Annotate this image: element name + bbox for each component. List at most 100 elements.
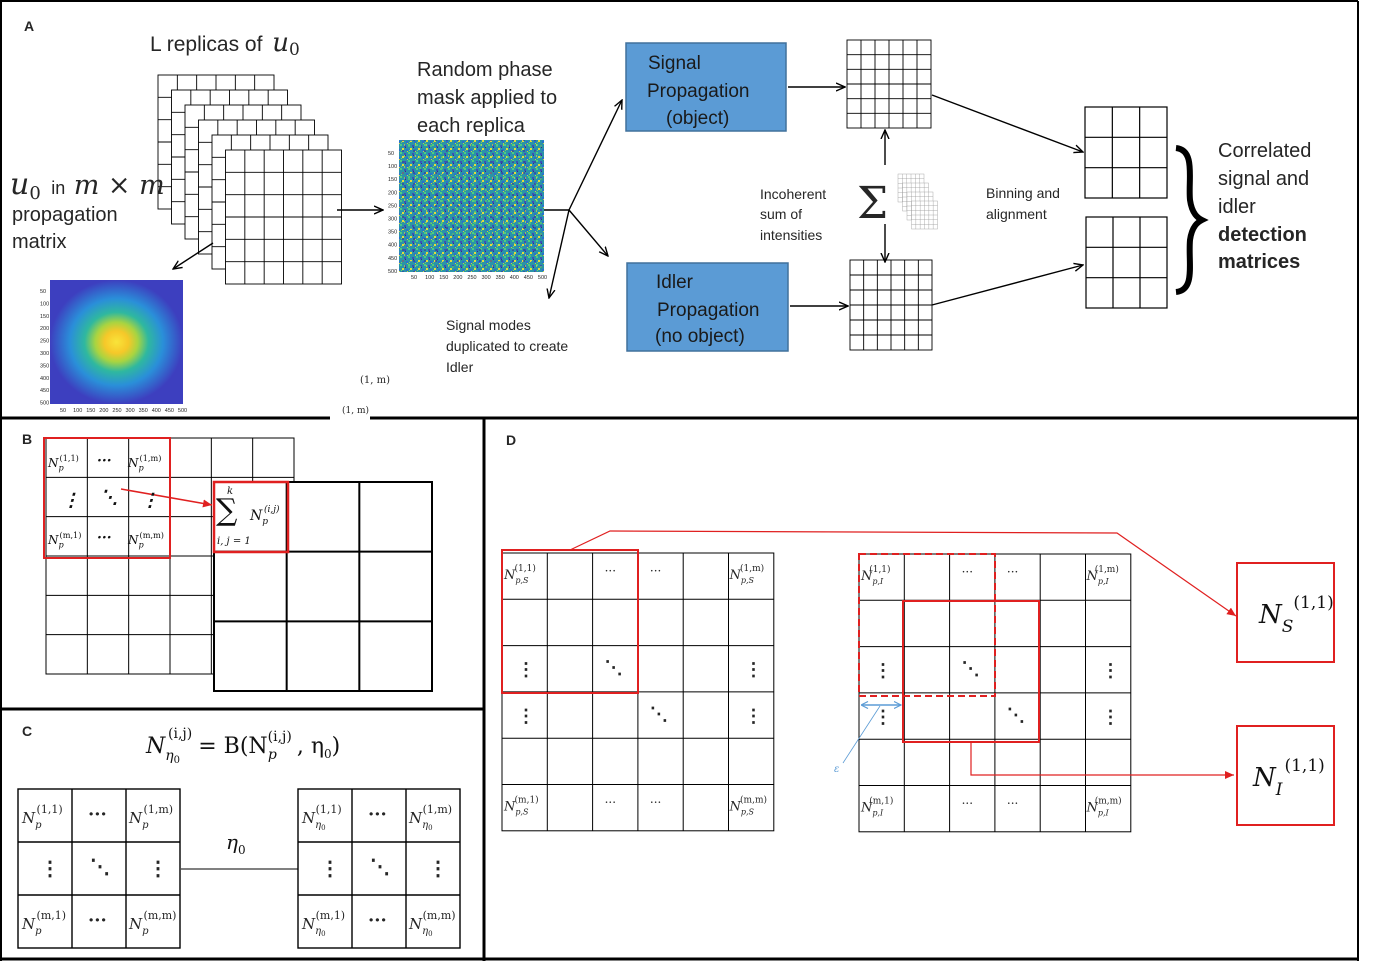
detection-label-2: matrices xyxy=(1218,251,1300,273)
incoherent-label-3: intensities xyxy=(760,227,822,243)
mask-xtick: 100 xyxy=(425,275,434,281)
arrow-to-gaussian xyxy=(173,242,214,269)
branch-arrows xyxy=(544,100,622,298)
ni-result-box xyxy=(1236,725,1335,826)
cell-vdots: ⋮ xyxy=(745,660,763,681)
idler-intensity-grid xyxy=(849,259,933,351)
cell-ddots: ⋱ xyxy=(650,704,668,725)
entry-dots-h: ··· xyxy=(88,804,107,825)
cell-ddots: ⋱ xyxy=(1007,705,1025,726)
phase-mask-label-2: mask applied to xyxy=(417,87,557,109)
sum-lower-limit: i, j = 1 xyxy=(217,536,251,547)
heatmap-xtick: 250 xyxy=(112,408,121,414)
heatmap-ytick: 50 xyxy=(40,289,46,295)
cell-ddots: ⋱ xyxy=(605,658,623,679)
panel-b: Np(1,1)···Np(1,m)⋮⋱⋮Np(m,1)···Np(m,m) ∑ … xyxy=(43,437,433,692)
u0-matrix-label: u0 in m × m xyxy=(10,167,165,204)
heatmap-ytick: 450 xyxy=(40,388,49,394)
mask-xtick: 350 xyxy=(496,275,505,281)
panel-label-d: D xyxy=(506,432,516,448)
entry-11: Nη0(1,1) xyxy=(301,803,342,832)
entry-dots-d: ⋱ xyxy=(370,854,390,878)
replica-stack xyxy=(157,74,342,285)
binning-label-2: alignment xyxy=(986,206,1047,222)
heatmap-xtick: 100 xyxy=(73,408,82,414)
signal-box-line-3: (object) xyxy=(666,108,729,129)
cell-vdots: ⋮ xyxy=(745,706,763,727)
sum-symbol: Σ xyxy=(857,178,888,229)
binned-grid xyxy=(213,481,433,692)
epsilon-label: ε xyxy=(834,764,839,775)
entry-m1: Np(m,1) xyxy=(21,909,66,937)
cell-vdots: ⋮ xyxy=(517,660,535,681)
signal-box-line-1: Signal xyxy=(648,53,701,74)
correlated-label-2: signal and xyxy=(1218,168,1309,190)
mask-xtick: 500 xyxy=(538,275,547,281)
binomial-formula: Nη0(i,j)= B(N(i,j)p, η0) xyxy=(145,726,340,766)
curly-brace xyxy=(1175,145,1209,295)
detection-label-1: detection xyxy=(1218,224,1307,246)
cell-vdots: ⋮ xyxy=(1102,707,1120,728)
grid-frame xyxy=(1084,106,1168,199)
mask-ytick: 350 xyxy=(388,230,397,236)
stray-label-1: (1, m) xyxy=(360,375,390,386)
fine-entry-dots-h: ··· xyxy=(97,453,112,469)
cell-mm: Np,I(m,m) xyxy=(1086,796,1122,818)
idler-detection-matrix xyxy=(1085,216,1168,309)
incoherent-label-2: sum of xyxy=(760,206,802,222)
mask-xtick: 200 xyxy=(453,275,462,281)
fine-entry-dots-v2: ⋮ xyxy=(141,490,159,511)
binned-sum-formula: ∑ k i, j = 1 Np(i,j) xyxy=(216,486,280,547)
sum-term: Np(i,j) xyxy=(249,504,280,527)
heatmap-xtick: 300 xyxy=(126,408,135,414)
heatmap-xtick: 400 xyxy=(152,408,161,414)
entry-dots-h2: ··· xyxy=(368,910,387,931)
ns-result-label: NS(1,1) xyxy=(1258,593,1334,637)
fine-entry-mm: Np(m,m) xyxy=(127,530,164,549)
idler-box-line-3: (no object) xyxy=(655,326,745,347)
entry-dots-v2: ⋮ xyxy=(148,856,168,880)
heatmap-ytick: 500 xyxy=(40,401,49,407)
cell-11: Np,I(1,1) xyxy=(860,564,891,586)
cell-1m: Np,I(1,m) xyxy=(1086,564,1119,586)
cell-dots: ··· xyxy=(962,797,973,811)
epsilon-leader-line xyxy=(842,705,881,764)
cell-ddots: ⋱ xyxy=(962,659,980,680)
bin-arrow xyxy=(120,488,213,508)
ns-result-box xyxy=(1236,562,1335,663)
idler-propagation-box: Idler Propagation (no object) xyxy=(626,262,789,352)
mask-ytick: 450 xyxy=(388,256,397,262)
entry-1m: Np(1,m) xyxy=(128,803,173,831)
entry-1m: Nη0(1,m) xyxy=(408,803,452,832)
heatmap-xtick: 50 xyxy=(60,408,66,414)
duplicated-label-2: duplicated to create xyxy=(446,338,568,354)
detected-count-matrix: Nη0(1,1)···Nη0(1,m)⋮⋱⋮Nη0(m,1)···Nη0(m,m… xyxy=(297,788,461,949)
signal-box-line-2: Propagation xyxy=(647,81,749,102)
cell-vdots: ⋮ xyxy=(874,707,892,728)
cell-m1: Np,S(m,1) xyxy=(503,795,539,817)
panel-label-c: C xyxy=(22,723,32,739)
duplicated-label-3: Idler xyxy=(446,359,474,375)
ni-result-label: NI(1,1) xyxy=(1252,756,1325,800)
sum-operator: ∑ xyxy=(216,493,238,528)
panel-d: Np,S(1,1)······Np,S(1,m)⋮⋱⋮⋮⋱⋮Np,S(m,1)·… xyxy=(501,530,1335,833)
mask-ytick: 300 xyxy=(388,217,397,223)
cell-1m: Np,S(1,m) xyxy=(729,563,765,585)
heatmap-ytick: 400 xyxy=(40,376,49,382)
mask-ytick: 250 xyxy=(388,203,397,209)
cell-m1: Np,I(m,1) xyxy=(860,796,893,818)
idler-box-line-2: Propagation xyxy=(657,300,759,321)
heatmap-ytick: 200 xyxy=(40,326,49,332)
heatmap-ytick: 350 xyxy=(40,363,49,369)
entry-dots-v: ⋮ xyxy=(40,856,60,880)
fine-entry-dots-h2: ··· xyxy=(97,530,112,546)
heatmap-ytick: 100 xyxy=(40,301,49,307)
panel-label-a: A xyxy=(24,18,34,34)
entry-mm: Nη0(m,m) xyxy=(408,909,456,938)
cell-dots: ··· xyxy=(605,564,616,578)
arrow-to-idler-detection xyxy=(931,265,1083,306)
stray-label-2: (1, m) xyxy=(342,405,369,416)
heatmap-xtick: 200 xyxy=(99,408,108,414)
mask-xtick: 300 xyxy=(482,275,491,281)
